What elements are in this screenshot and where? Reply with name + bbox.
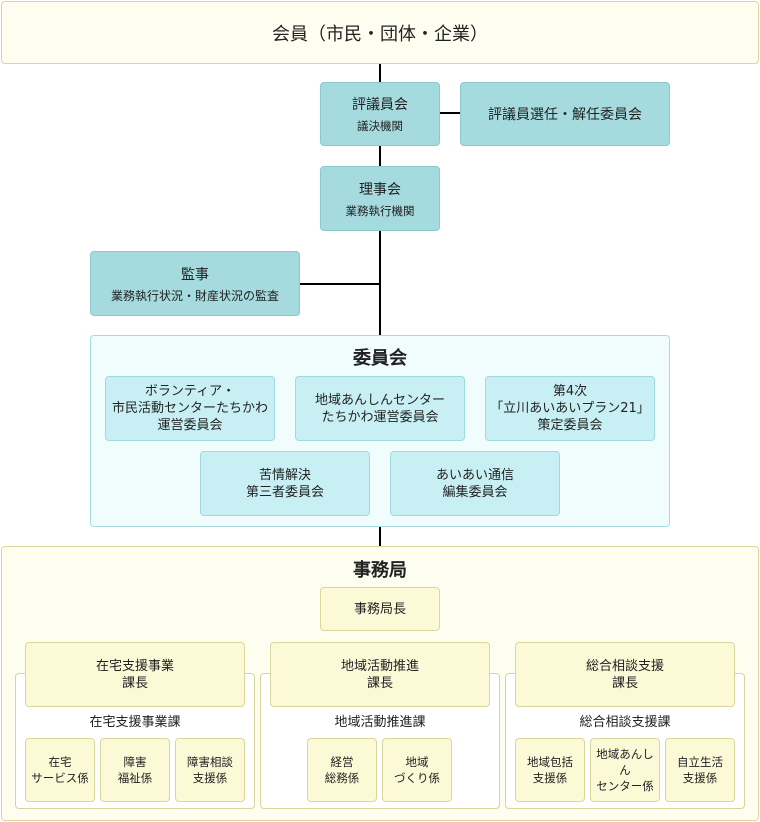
committee-line: 第三者委員会 [245,484,324,500]
council-committee-label: 評議員選任・解任委員会 [488,107,642,123]
unit-box: 地域包括 支援係 [515,738,585,802]
committee-line: 編集委員会 [442,484,508,500]
chief-box-home-support: 在宅支援事業 課長 [25,642,245,707]
unit-line: センター係 [596,779,654,793]
chief-line: 課長 [121,675,148,691]
auditor-box: 監事 業務執行状況・財産状況の監査 [90,251,300,316]
unit-box: 障害 福祉係 [100,738,170,802]
members-box: 会員（市民・団体・企業） [1,1,759,64]
committee-plan: 第4次 「立川あいあいプラン21」 策定委員会 [485,376,655,441]
unit-line: 障害相談 [187,755,233,769]
unit-line: 地域 [405,755,429,769]
section-label: 地域活動推進課 [334,715,426,730]
committee-line: ボランティア・ [144,384,236,399]
unit-box: 経営 総務係 [307,738,377,802]
unit-line: 在宅 [48,755,72,769]
members-label: 会員（市民・団体・企業） [272,23,488,45]
unit-line: 地域あんしん [596,747,654,777]
chief-line: 地域活動推進 [340,658,419,674]
council-title: 評議員会 [352,97,408,113]
director-box: 事務局長 [320,587,440,631]
unit-line: づくり係 [394,771,440,785]
committee-line: 「立川あいあいプラン21」 [490,401,650,416]
connector-members-council [379,64,381,82]
committee-line: 地域あんしんセンター [314,392,445,408]
section-label: 在宅支援事業課 [89,715,181,730]
chief-line: 課長 [366,675,393,691]
board-sub: 業務執行機関 [345,203,415,218]
secretariat-title: 事務局 [353,560,407,581]
unit-box: 在宅 サービス係 [25,738,95,802]
chief-box-consultation: 総合相談支援 課長 [515,642,735,707]
connector-committees-secretariat [379,526,381,547]
committee-line: 運営委員会 [157,418,223,433]
unit-line: 支援係 [192,771,228,785]
committees-title: 委員会 [353,348,407,369]
unit-line: 自立生活 [677,755,723,769]
committee-line: たちかわ運営委員会 [321,409,439,425]
connector-council-committee [439,112,461,114]
committee-complaint: 苦情解決 第三者委員会 [200,451,370,516]
council-committee-box: 評議員選任・解任委員会 [460,82,670,146]
committee-anshin: 地域あんしんセンター たちかわ運営委員会 [295,376,465,441]
connector-council-board [379,145,381,167]
committee-line: 苦情解決 [258,467,311,483]
chief-line: 在宅支援事業 [95,658,174,674]
board-title: 理事会 [359,181,401,198]
committee-newsletter: あいあい通信 編集委員会 [390,451,560,516]
auditor-title: 監事 [181,266,209,283]
council-box: 評議員会 議決機関 [320,82,440,146]
board-box: 理事会 業務執行機関 [320,166,440,231]
committee-line: あいあい通信 [435,467,514,483]
unit-box: 地域 づくり係 [382,738,452,802]
unit-line: 障害 [123,755,147,769]
unit-line: 経営 [330,755,354,769]
unit-line: 福祉係 [117,771,153,785]
unit-line: サービス係 [31,771,89,785]
committee-volunteer: ボランティア・ 市民活動センターたちかわ 運営委員会 [105,376,275,441]
auditor-sub: 業務執行状況・財産状況の監査 [110,288,279,303]
connector-auditor [299,283,381,285]
committee-line: 市民活動センターたちかわ [111,401,268,416]
director-label: 事務局長 [353,601,406,617]
unit-box: 地域あんしん センター係 [590,738,660,802]
council-sub: 議決機関 [357,119,403,133]
unit-line: 支援係 [682,771,718,785]
unit-line: 総務係 [324,771,360,785]
committee-line: 第4次 [552,384,588,399]
committee-line: 策定委員会 [537,418,603,433]
chief-line: 課長 [611,675,638,691]
unit-box: 障害相談 支援係 [175,738,245,802]
unit-box: 自立生活 支援係 [665,738,735,802]
unit-line: 地域包括 [527,755,573,769]
unit-line: 支援係 [532,771,568,785]
chief-line: 総合相談支援 [585,658,664,674]
section-label: 総合相談支援課 [579,715,671,730]
chief-box-community: 地域活動推進 課長 [270,642,490,707]
